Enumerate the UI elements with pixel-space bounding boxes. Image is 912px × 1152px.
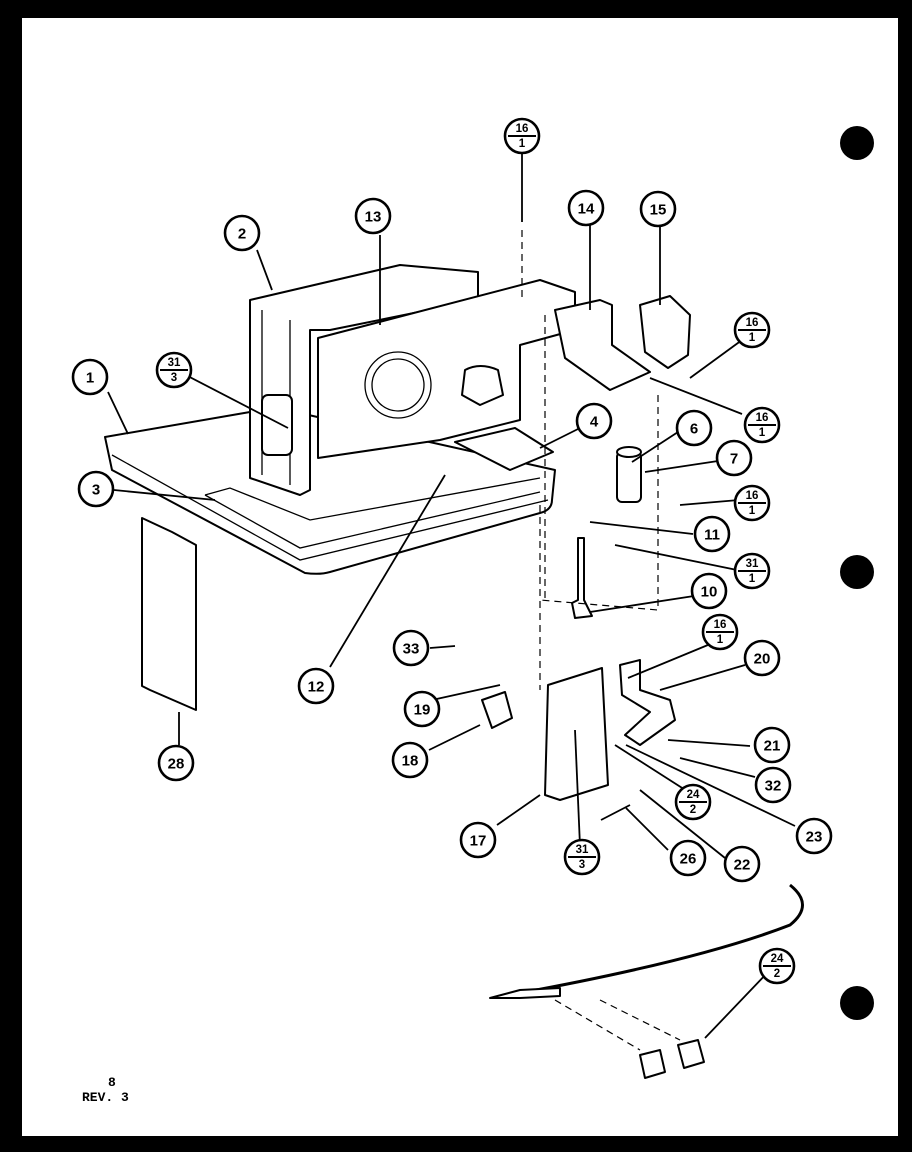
capacitor-part: [616, 446, 642, 503]
callout-13: 13: [354, 197, 392, 235]
power-cord-part: [519, 883, 804, 995]
callout-number: 21: [764, 738, 781, 755]
callout-fraction-top: 16: [746, 317, 759, 329]
callout-fraction-bottom: 1: [717, 634, 724, 646]
callout-number: 14: [578, 201, 595, 218]
callout-number: 22: [734, 857, 751, 874]
callout-15: 15: [639, 190, 677, 228]
callout-number: 12: [308, 679, 325, 696]
callout-number: 11: [704, 527, 720, 544]
callout-fraction-bottom: 2: [774, 968, 780, 980]
callout-fraction-bottom: 2: [690, 804, 696, 816]
callout-number: 4: [590, 414, 599, 431]
callout-fraction-top: 16: [756, 412, 769, 424]
callout-number: 15: [650, 202, 667, 219]
callout-32: 32: [754, 766, 792, 804]
fraction-callout-16-1: 161: [503, 117, 541, 155]
callout-17: 17: [459, 821, 497, 859]
sensor-bracket-part: [571, 537, 593, 619]
callout-number: 17: [470, 833, 487, 850]
callout-number: 18: [402, 753, 419, 770]
callout-19: 19: [403, 690, 441, 728]
callout-28: 28: [157, 744, 195, 782]
bracket-part: [619, 659, 676, 746]
callout-7: 7: [715, 439, 753, 477]
fraction-callout-16-1: 161: [733, 311, 771, 349]
callout-number: 3: [92, 482, 100, 499]
callout-fraction-bottom: 3: [579, 859, 585, 871]
binder-hole-top: [840, 126, 874, 160]
fraction-callout-24-2: 242: [674, 783, 712, 821]
callout-fraction-bottom: 1: [749, 332, 756, 344]
callout-fraction-top: 16: [516, 123, 529, 135]
callout-22: 22: [723, 845, 761, 883]
callout-fraction-bottom: 1: [759, 427, 766, 439]
callout-number: 28: [168, 756, 185, 773]
callout-6: 6: [675, 409, 713, 447]
fraction-callout-16-1: 161: [733, 484, 771, 522]
callout-number: 26: [680, 851, 697, 868]
fraction-callout-16-1: 161: [743, 406, 781, 444]
switch-part: [639, 295, 691, 369]
callout-fraction-top: 16: [714, 619, 727, 631]
callout-14: 14: [567, 189, 605, 227]
callout-number: 6: [690, 421, 698, 438]
callout-fraction-bottom: 1: [749, 573, 756, 585]
binder-hole-bottom: [840, 986, 874, 1020]
mounting-plate-part: [454, 427, 554, 471]
relay-part: [481, 691, 513, 729]
callout-4: 4: [575, 402, 613, 440]
callout-fraction-top: 16: [746, 490, 759, 502]
fraction-callout-31-3: 313: [563, 838, 601, 876]
callout-number: 10: [701, 584, 718, 601]
callout-33: 33: [392, 629, 430, 667]
control-bracket-part: [554, 299, 651, 391]
callout-11: 11: [693, 515, 731, 553]
callout-number: 33: [403, 641, 420, 658]
callout-18: 18: [391, 741, 429, 779]
binder-hole-middle: [840, 555, 874, 589]
callout-fraction-top: 31: [746, 558, 759, 570]
callout-fraction-top: 24: [771, 953, 784, 965]
callout-number: 19: [414, 702, 431, 719]
callout-number: 23: [806, 829, 823, 846]
fraction-callout-24-2: 242: [758, 947, 796, 985]
callout-number: 32: [765, 778, 782, 795]
control-plate-part: [544, 667, 609, 801]
callout-26: 26: [669, 839, 707, 877]
callout-number: 1: [86, 370, 94, 387]
callout-fraction-top: 24: [687, 789, 700, 801]
side-panel-part: [249, 264, 479, 496]
callout-20: 20: [743, 639, 781, 677]
side-rail-part: [141, 517, 197, 711]
callout-23: 23: [795, 817, 833, 855]
callout-number: 2: [238, 226, 246, 243]
callout-number: 7: [730, 451, 738, 468]
callout-fraction-bottom: 3: [171, 372, 177, 384]
callout-fraction-top: 31: [168, 357, 181, 369]
callout-10: 10: [690, 572, 728, 610]
callout-2: 2: [223, 214, 261, 252]
fraction-callout-16-1: 161: [701, 613, 739, 651]
callout-number: 13: [365, 209, 382, 226]
callout-fraction-bottom: 1: [519, 138, 526, 150]
callout-fraction-top: 31: [576, 844, 589, 856]
leader-lines: [107, 152, 796, 1039]
callout-12: 12: [297, 667, 335, 705]
callout-21: 21: [753, 726, 791, 764]
callout-1: 1: [71, 358, 109, 396]
fraction-callout-31-3: 313: [155, 351, 193, 389]
callout-3: 3: [77, 470, 115, 508]
callout-number: 20: [754, 651, 771, 668]
cord-clip-part: [639, 1049, 666, 1079]
fraction-callout-31-1: 311: [733, 552, 771, 590]
revision-label: REV. 3: [82, 1090, 129, 1105]
partition-panel-part: [317, 279, 576, 459]
base-pan-part: [104, 411, 556, 575]
callout-fraction-bottom: 1: [749, 505, 756, 517]
page-number: 8: [108, 1075, 116, 1090]
